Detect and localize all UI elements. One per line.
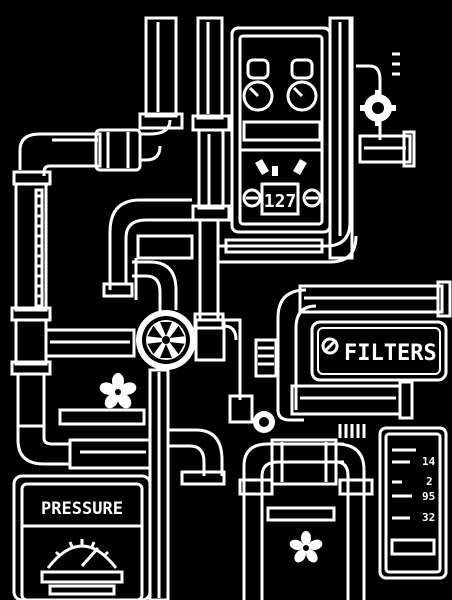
gear-icon bbox=[253, 411, 275, 433]
flower-valve-icon bbox=[289, 531, 323, 563]
bottom-right-pipes bbox=[238, 424, 374, 600]
readout-4: 32 bbox=[422, 511, 435, 524]
filters-plate: FILTERS bbox=[310, 320, 448, 382]
pressure-panel bbox=[12, 474, 152, 600]
flower-valve-icon bbox=[99, 373, 137, 409]
central-vertical-pipe bbox=[193, 16, 358, 330]
filters-label: FILTERS bbox=[344, 341, 437, 366]
screw-head-icon bbox=[242, 188, 262, 208]
ruler-ticks bbox=[36, 194, 42, 298]
pipe-network bbox=[10, 16, 452, 600]
gauge-right-icon bbox=[286, 58, 318, 112]
pressure-gauge-icon bbox=[40, 539, 124, 596]
filters-pipe-system bbox=[254, 280, 452, 422]
twin-gauges bbox=[242, 58, 318, 112]
left-elbow-pipe bbox=[12, 119, 172, 186]
right-valve-pipe bbox=[356, 52, 416, 168]
readout-1: 14 bbox=[422, 455, 436, 468]
screw-head-icon bbox=[302, 188, 322, 208]
lower-middle-pipes bbox=[58, 318, 254, 600]
gear-icon bbox=[360, 90, 396, 126]
left-vertical-pipe bbox=[10, 182, 70, 466]
middle-s-pipe bbox=[102, 198, 194, 312]
readout-panel bbox=[378, 426, 448, 580]
valve-wheel-icon bbox=[136, 310, 196, 370]
readout-2: 2 bbox=[426, 475, 433, 488]
panel-switches bbox=[255, 158, 307, 176]
display-value: 127 bbox=[264, 191, 297, 212]
readout-3: 95 bbox=[422, 490, 435, 503]
control-panel bbox=[230, 26, 332, 234]
pressure-label: PRESSURE bbox=[41, 499, 123, 519]
digital-display: 127 bbox=[260, 182, 300, 216]
top-pipe-left bbox=[138, 16, 184, 130]
gauge-left-icon bbox=[242, 58, 274, 112]
screw-heads bbox=[242, 188, 339, 355]
screw-head-icon bbox=[321, 337, 339, 355]
readout-values: 14 2 95 32 bbox=[392, 448, 436, 524]
